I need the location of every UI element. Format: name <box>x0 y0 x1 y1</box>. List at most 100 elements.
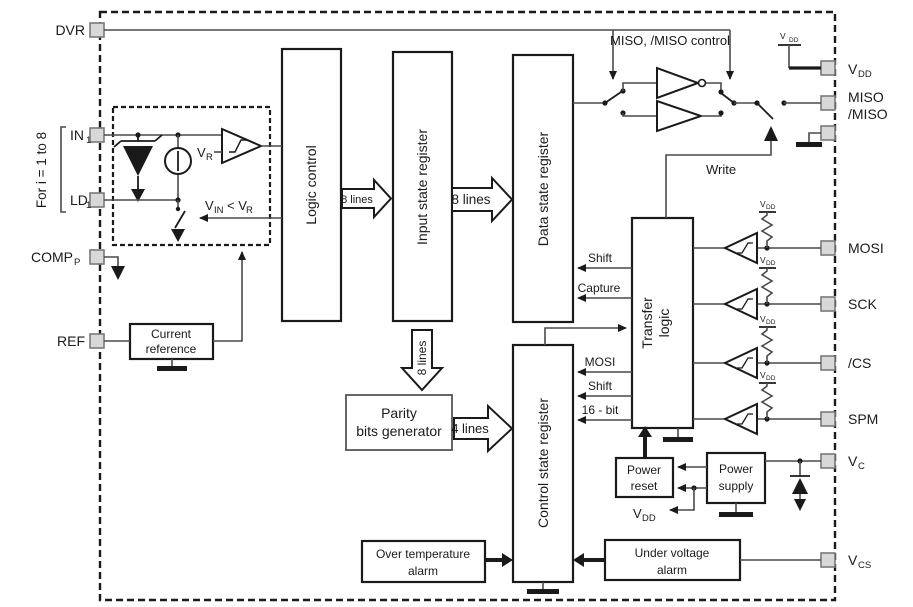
pin-label-dvr: DVR <box>55 22 85 38</box>
block-under-voltage-alarm <box>603 538 742 582</box>
label-over-temp-2: alarm <box>408 564 438 578</box>
wire <box>622 82 657 91</box>
right-pins: V DD MISO /MISO MOSI SCK /CS SPM V C V C… <box>820 60 888 571</box>
pin-label-ref: REF <box>57 333 85 349</box>
pullup-vdd-sub: DD <box>766 319 776 326</box>
transfer-logic-wiring: Shift Capture MOSI Shift 16 - bit <box>544 251 693 442</box>
pin-ref <box>89 333 105 349</box>
block-control-state-register <box>511 343 575 584</box>
pin-label-vdd-sub: DD <box>858 69 872 80</box>
label-over-temp-1: Over temperature <box>376 547 470 561</box>
vdd-supply-label-sub: DD <box>789 37 799 44</box>
mosi-int-label: MOSI <box>585 355 616 369</box>
input-cell-boundary <box>111 105 272 247</box>
pullup-resistor-icon <box>760 327 774 363</box>
bus-arrow-4lines <box>453 403 514 454</box>
hysteresis-glyph <box>737 298 753 310</box>
label-parity-1: Parity <box>381 405 417 421</box>
pin-label-in1: IN <box>70 127 84 143</box>
pin-label-compp-sub: P <box>74 257 80 268</box>
switch-blade <box>604 91 622 104</box>
label-power-supply-1: Power <box>719 462 753 476</box>
inverter-bubble <box>697 78 707 88</box>
switch-contact <box>175 206 181 212</box>
inverter-icon <box>656 66 701 100</box>
block-power-supply <box>705 451 767 505</box>
pullup-vdd-label: V <box>760 370 766 380</box>
schmitt-buffer-icon <box>722 346 758 380</box>
vc-zener-icon <box>790 461 810 511</box>
switch-contact <box>718 110 724 116</box>
wire <box>622 113 657 117</box>
block-input-state-register <box>391 50 454 323</box>
bus-arrow-8lines-2 <box>451 175 514 224</box>
up-arrow-icon <box>764 126 778 141</box>
ground-icon <box>663 437 693 442</box>
right-arrow-icon <box>502 553 513 567</box>
pullup-vdd-sub: DD <box>766 260 776 267</box>
down-arrow-icon <box>171 229 185 242</box>
write-label: Write <box>706 162 736 177</box>
pullup-vdd-sub: DD <box>766 204 776 211</box>
label-under-voltage-2: alarm <box>657 563 687 577</box>
up-arrow-icon <box>638 426 652 437</box>
wire <box>706 82 722 91</box>
buffer-mosi: V DD <box>693 199 821 265</box>
pullup-vdd-sub: DD <box>766 375 776 382</box>
alarm-wiring <box>485 553 821 594</box>
vr-label-sub: R <box>206 152 213 163</box>
pin-gnd <box>820 125 836 141</box>
comparator-triangle <box>221 127 264 165</box>
pin-vdd <box>820 60 836 76</box>
label-power-supply-2: supply <box>719 479 754 493</box>
main-blocks: Logic control Input state register Data … <box>128 47 767 584</box>
wire <box>701 114 722 117</box>
hysteresis-glyph <box>229 139 247 153</box>
bus-arrows: 8 lines 8 lines 8 lines 4 lines <box>341 175 514 454</box>
bus-label-4lines: 4 lines <box>451 421 489 436</box>
input-cell: V R V IN < V R <box>104 105 282 247</box>
pin-label-spm: SPM <box>848 411 878 427</box>
vin-label-2: IN <box>214 205 224 216</box>
label-logic-control: Logic control <box>303 145 319 224</box>
pin-miso <box>820 95 836 111</box>
pin-ld1 <box>89 192 105 208</box>
block-data-state-register <box>511 53 575 324</box>
pin-mosi <box>820 240 836 256</box>
pin-label-vc-sub: C <box>858 461 865 472</box>
pin-vcs <box>820 552 836 568</box>
label-current-reference-1: Current <box>151 327 192 341</box>
left-arrow-icon <box>573 553 584 567</box>
pin-label-mosi: MOSI <box>848 240 884 256</box>
for-i-label: For i = 1 to 8 <box>34 132 49 208</box>
pin-compp <box>89 249 105 265</box>
pin-label-vc: V <box>848 453 858 469</box>
vin-label-4: R <box>246 205 253 216</box>
for-i-bracket <box>60 126 66 213</box>
block-transfer-logic <box>630 216 695 430</box>
schmitt-buffer-icon <box>722 231 758 265</box>
label-power-reset-2: reset <box>631 479 658 493</box>
bus-arrow-8lines-1 <box>341 177 393 220</box>
label-transfer-logic-1: Transfer <box>639 297 655 349</box>
label-under-voltage-1: Under voltage <box>635 546 710 560</box>
label-control-state-register: Control state register <box>535 398 551 528</box>
vr-label: V <box>197 145 206 160</box>
bus-label-8lines-1: 8 lines <box>341 194 373 206</box>
block-power-reset <box>614 456 675 499</box>
wire-write <box>665 141 772 218</box>
power-section: V DD <box>633 426 821 524</box>
diode-cathode-bar <box>113 134 163 148</box>
wire-current-ref-to-cell <box>213 251 246 342</box>
chip-boundary <box>98 10 837 602</box>
pin-sck <box>820 296 836 312</box>
bus-arrow-8lines-down <box>399 329 445 392</box>
hysteresis-glyph <box>737 357 753 369</box>
vdd-supply-label: V <box>780 31 786 41</box>
bit16-label: 16 - bit <box>582 403 619 417</box>
bus-label-8lines-2: 8 lines <box>451 192 490 207</box>
block-over-temp-alarm <box>360 539 487 584</box>
ground-icon <box>796 142 822 147</box>
switch-blade <box>720 92 735 104</box>
